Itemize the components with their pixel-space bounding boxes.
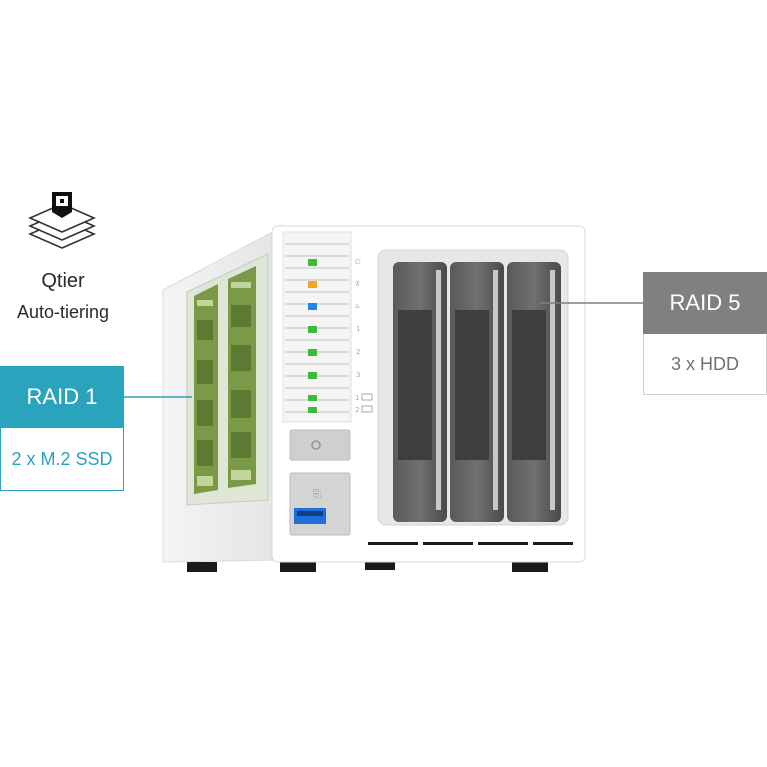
- qtier-title: Qtier: [41, 270, 85, 292]
- mark-1: ⏻: [355, 258, 361, 266]
- led-usb: [308, 303, 317, 310]
- qtier-subtitle: Auto-tiering: [16, 302, 110, 322]
- qtier-layers-icon: [28, 192, 96, 249]
- usb-panel: [289, 472, 351, 536]
- foot-3: [365, 560, 395, 570]
- m2-ssd-1: [194, 284, 218, 494]
- mark-2: ⊼: [355, 280, 360, 288]
- mark-m2-2: 2: [355, 406, 359, 414]
- mark-3: ⌂: [355, 302, 359, 310]
- foot-2: [280, 562, 316, 572]
- copy-icon: ⎘: [313, 489, 321, 500]
- mark-disk-2: 2: [356, 348, 360, 356]
- led-disk-1: [308, 326, 317, 333]
- led-m2-1: [308, 395, 317, 401]
- led-disk-3: [308, 372, 317, 379]
- led-disk-2: [308, 349, 317, 356]
- hdd-tray-2: [450, 262, 504, 522]
- raid1-label: RAID 1: [0, 366, 124, 428]
- hdd-tray-3: [507, 262, 561, 522]
- hdd-tray-1: [393, 262, 447, 522]
- raid1-detail: 2 x M.2 SSD: [0, 428, 124, 491]
- raid5-detail: 3 x HDD: [643, 334, 767, 395]
- foot-1: [187, 562, 217, 572]
- mark-disk-3: 3: [356, 371, 360, 379]
- led-status: [308, 259, 317, 266]
- mark-m2-1: 1: [355, 394, 359, 402]
- foot-4: [512, 562, 548, 572]
- led-m2-2: [308, 407, 317, 413]
- mark-disk-1: 1: [356, 325, 360, 333]
- m2-ssd-2: [228, 266, 256, 488]
- led-lan: [308, 281, 317, 288]
- raid5-label: RAID 5: [643, 272, 767, 334]
